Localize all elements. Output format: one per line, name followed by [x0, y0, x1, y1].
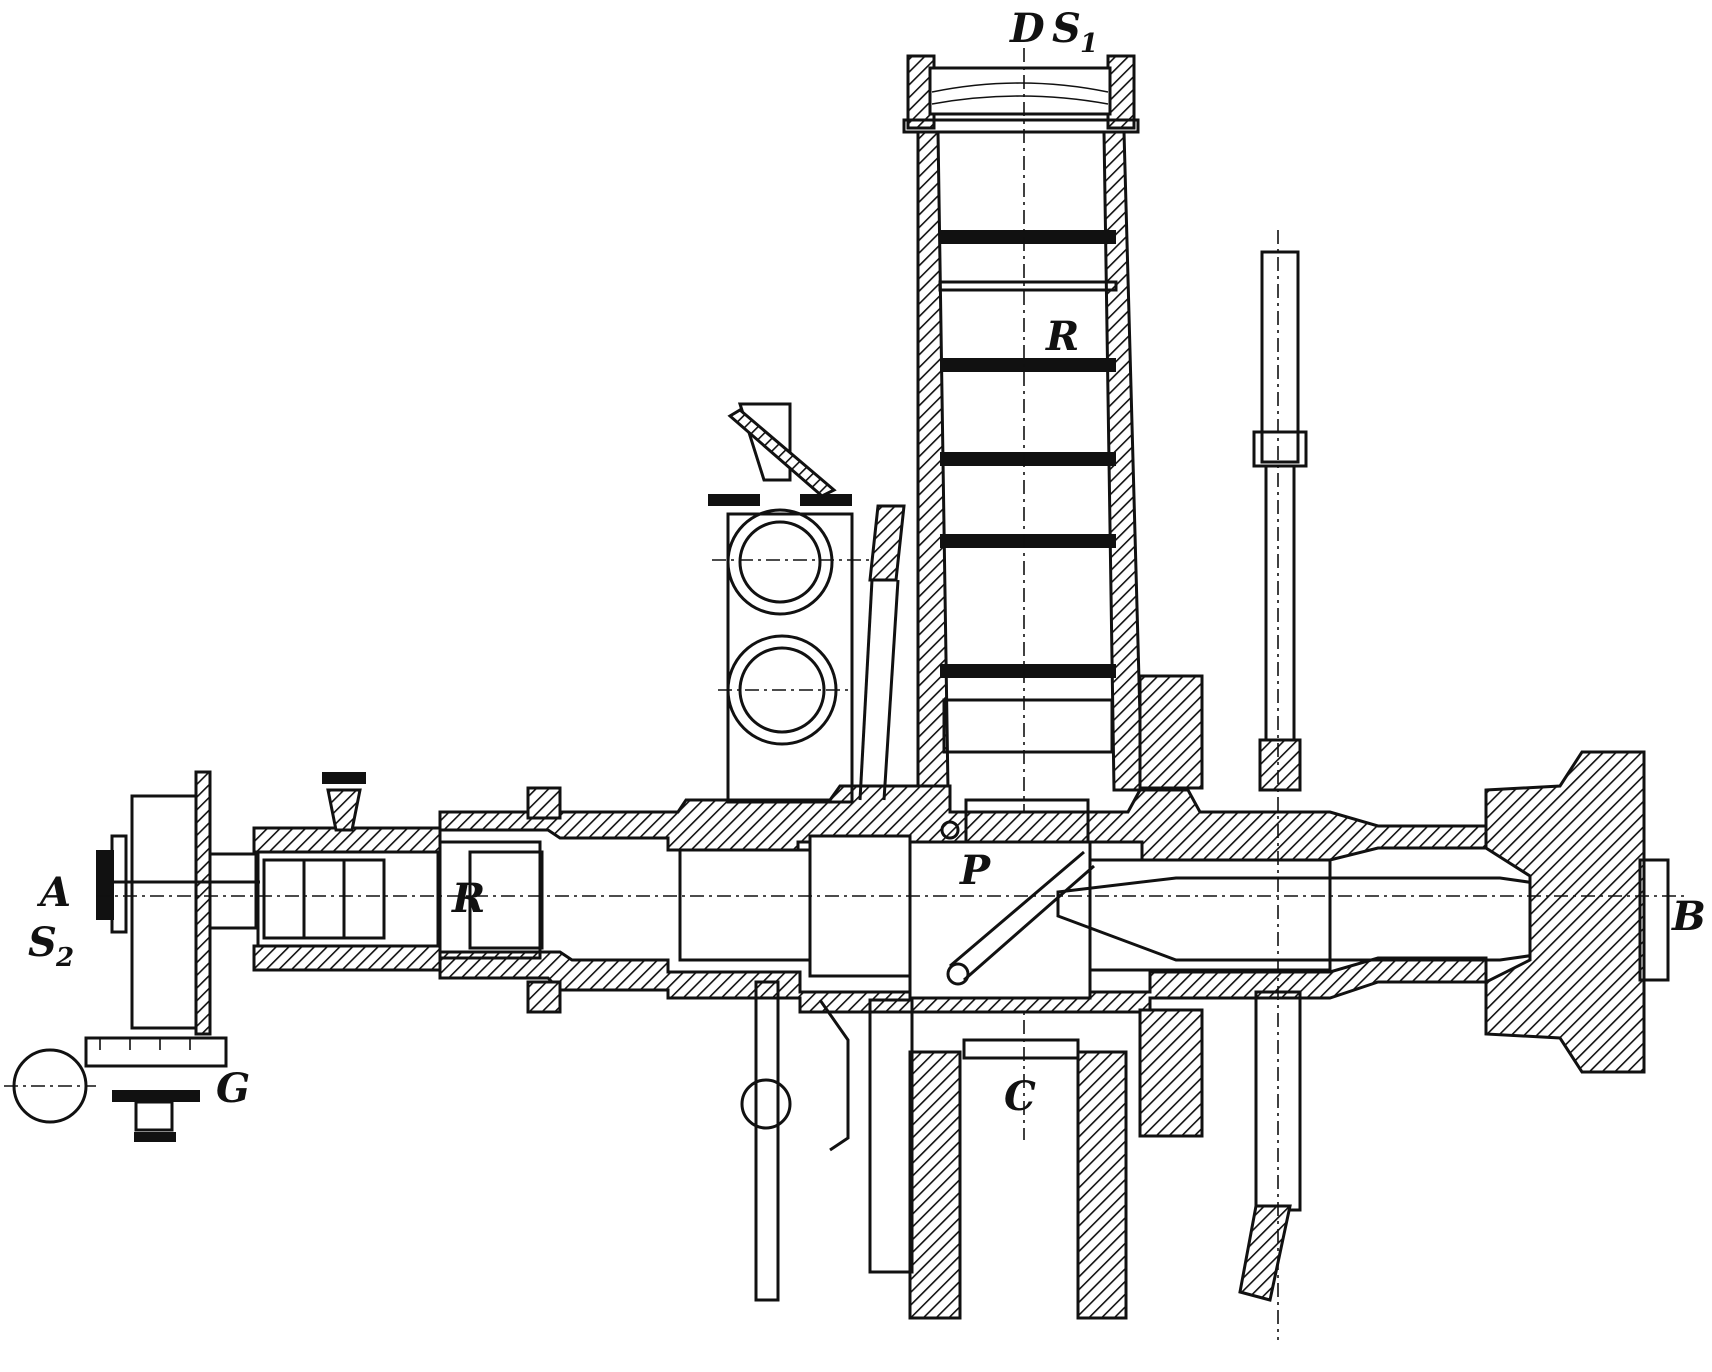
label-S1: S: [1052, 5, 1081, 52]
label-R-lower: R: [451, 875, 485, 922]
left-assembly: [4, 770, 544, 1142]
vertical-tube: [902, 48, 1144, 1140]
label-S2-subscript: 2: [55, 943, 74, 973]
label-G: G: [216, 1065, 250, 1112]
lower-legs: [740, 980, 1128, 1320]
figure-labels: D S 1 R P R A S 2 G C B: [28, 5, 1706, 1120]
label-R-upper: R: [1045, 313, 1079, 360]
label-P: P: [959, 847, 992, 894]
label-B: B: [1671, 893, 1706, 940]
right-rod: [1238, 230, 1308, 1340]
right-assembly: [1056, 750, 1670, 1074]
label-S1-subscript: 1: [1080, 29, 1098, 59]
label-A: A: [36, 869, 71, 916]
tube-bands: [938, 230, 1118, 754]
label-S2: S: [28, 919, 57, 966]
label-D: D: [1009, 5, 1045, 52]
side-eyepieces: [708, 402, 906, 804]
prism-region: [940, 798, 1095, 986]
main-body-section: [438, 674, 1488, 1138]
label-C: C: [1004, 1073, 1036, 1120]
